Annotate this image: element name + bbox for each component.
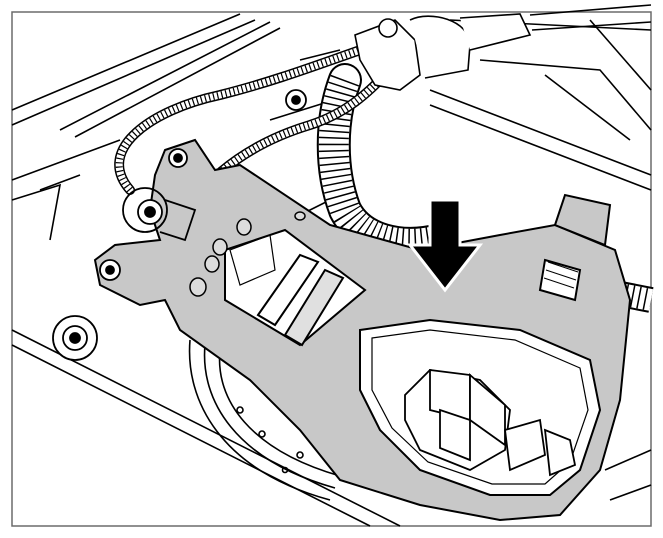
bracket-bosses [189,211,306,297]
harness-clip [354,4,652,91]
connector-module [404,368,577,477]
bolt-icon [52,89,307,361]
ring-terminal [122,187,197,242]
brake-disc [188,339,341,501]
down-arrow-icon [406,198,484,293]
